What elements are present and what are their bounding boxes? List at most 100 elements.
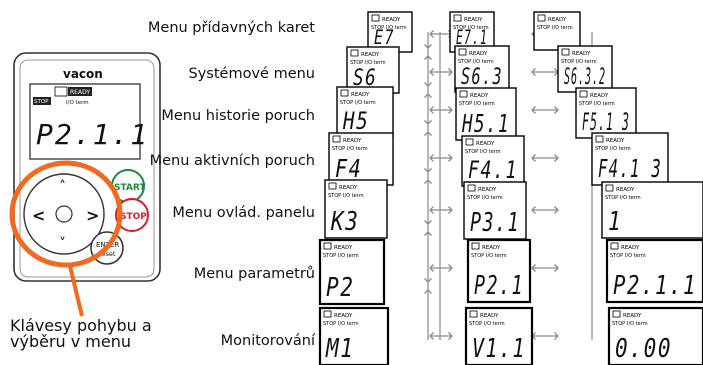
panel-frame: [324, 179, 388, 239]
panel-stop: STOP: [465, 149, 478, 155]
arrow-right-icon: [554, 154, 559, 162]
panel-frame: [601, 181, 703, 239]
panel-code: V1.1: [472, 334, 526, 364]
panel-frame: [461, 135, 525, 187]
ready-icon: [453, 14, 462, 22]
panel-io-term: I/O term: [338, 253, 359, 259]
panel-io-term: I/O term: [355, 100, 376, 106]
label-parameter-menu: Menu parametrů: [193, 266, 315, 282]
panel-stop: STOP: [561, 59, 574, 65]
ready-icon: [610, 242, 619, 250]
panel-code: S6: [353, 66, 377, 91]
panel-ready: READY: [334, 245, 353, 251]
panel-stop: STOP: [612, 321, 625, 327]
arrow-left-icon: [531, 106, 536, 114]
panel-stop: STOP: [350, 60, 363, 66]
arrow-left-icon: [429, 154, 434, 162]
arrow-down-icon: [424, 278, 432, 283]
panel-ready: READY: [361, 52, 380, 58]
caption-line-2: výběru v menu: [10, 332, 132, 351]
label-system-menu: Systémové menu: [188, 66, 315, 82]
ready-icon: [371, 14, 380, 22]
arrow-down-icon: [424, 82, 432, 87]
panel-ready: READY: [590, 93, 609, 99]
ready-icon: [350, 49, 359, 57]
panel-frame: [464, 306, 534, 365]
arrow-left-icon: [429, 206, 434, 214]
ready-icon: [612, 310, 621, 318]
ready-icon: [328, 182, 337, 190]
panel-stop: STOP: [459, 101, 472, 107]
arrow-left-icon: [531, 206, 536, 214]
panel-io-term: I/O term: [480, 149, 501, 155]
panel-io-term: I/O term: [473, 59, 494, 65]
panel-stop: STOP: [471, 253, 484, 259]
panel-io-term: I/O term: [386, 25, 407, 31]
panel-code: P3.1: [470, 208, 520, 238]
panel-stop: STOP: [328, 193, 341, 199]
panel-io-term: I/O term: [627, 321, 648, 327]
panel-io-term: I/O term: [347, 146, 368, 152]
panel-ready: READY: [343, 138, 362, 144]
arrow-down-icon: [424, 44, 432, 49]
panel-ready: READY: [616, 187, 635, 193]
panel-stop: STOP: [323, 253, 336, 259]
panel-io-term: I/O term: [620, 195, 641, 201]
center-button: [55, 205, 73, 223]
panel-io-term: I/O term: [343, 193, 364, 199]
ready-icon: [469, 310, 478, 318]
panel-io-term: I/O term: [338, 321, 359, 327]
arrow-left-icon: [429, 332, 434, 340]
arrow-down-icon: [424, 120, 432, 125]
arrow-right-icon: [448, 332, 453, 340]
panel-ready: READY: [621, 245, 640, 251]
panel-frame: [466, 238, 532, 304]
panel-frame: [533, 11, 581, 51]
panel-ready: READY: [464, 17, 483, 23]
panel-code: M1: [325, 334, 354, 364]
ready-icon: [467, 184, 476, 192]
panel-code: S6.3.2: [564, 65, 606, 90]
panel-code: H5.1: [461, 109, 510, 138]
panel-stop: STOP: [579, 101, 592, 107]
panel-io-term: I/O term: [484, 321, 505, 327]
panel-ready: READY: [476, 141, 495, 147]
panel-io-term: I/O term: [486, 253, 507, 259]
ready-icon: [605, 184, 614, 192]
panel-code: P2.1: [474, 271, 524, 301]
stop-indicator: [33, 97, 51, 105]
arrow-left-icon: [531, 264, 536, 272]
arrow-right-icon: [554, 264, 559, 272]
arrow-left-icon: [429, 30, 434, 38]
ready-icon: [458, 48, 467, 56]
label-keypad-control-menu: Menu ovlád. panelu: [172, 205, 315, 221]
ready-icon: [323, 242, 332, 250]
stop-button: [115, 198, 149, 232]
brand-logo: vacon: [63, 67, 103, 81]
arrow-up-icon: [424, 93, 432, 98]
keypad-stop: STOP: [34, 99, 49, 105]
arrow-right-icon: [448, 106, 453, 114]
keypad-caption: Klávesy pohybu a výběru v menu: [10, 318, 152, 350]
ready-icon: [332, 135, 341, 143]
keypad-display: [29, 83, 141, 160]
panel-code: F4: [335, 154, 362, 183]
panel-stop: STOP: [467, 195, 480, 201]
ready-icon: [323, 310, 332, 318]
arrow-right-icon: [448, 154, 453, 162]
arrow-left-icon: [429, 68, 434, 76]
ready-icon: [579, 90, 588, 98]
arrow-up-icon: [424, 231, 432, 236]
arrow-left-icon: [531, 154, 536, 162]
panel-ready: READY: [606, 138, 625, 144]
arrow-right-icon: [448, 68, 453, 76]
ready-icon: [459, 90, 468, 98]
